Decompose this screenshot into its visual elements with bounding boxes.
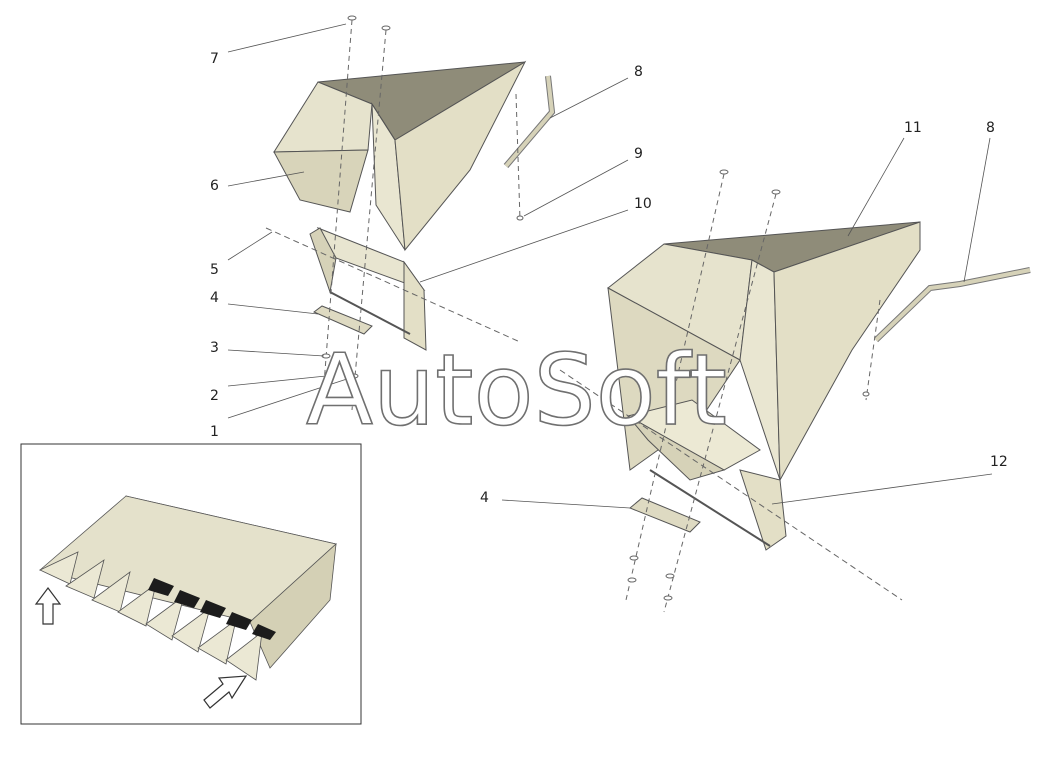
inset-openings [148,578,276,640]
left-divider-hood [273,60,527,252]
leader-lines [227,23,993,509]
left-divider-assembly [265,15,556,411]
callout-8-right: 8 [986,120,995,136]
right-divider-assembly [559,169,1031,613]
callout-4-left: 4 [210,290,219,306]
callout-7: 7 [210,51,219,67]
inset-arrow-diagonal-icon [203,675,248,709]
right-bolts [559,169,903,613]
left-plate [313,305,373,335]
callout-2: 2 [210,388,219,404]
inset-arrow-up-icon [34,587,62,625]
right-plate [629,497,701,533]
right-divider-hood [607,221,921,482]
watermark-text: AutoSoft [306,334,727,448]
callout-3: 3 [210,340,219,356]
left-mounting-bracket [309,226,427,351]
inset-header-overview [20,443,362,725]
left-bolts [265,15,524,411]
callout-4-right: 4 [480,490,489,506]
callout-10: 10 [634,196,652,212]
callout-6: 6 [210,178,219,194]
callout-9: 9 [634,146,643,162]
callout-5: 5 [210,262,219,278]
inset-snouts [39,551,263,681]
callout-12: 12 [990,454,1008,470]
callout-11: 11 [904,120,922,136]
callout-8-left: 8 [634,64,643,80]
callout-1: 1 [210,424,219,440]
callout-labels: 7 6 5 4 3 2 1 8 9 10 11 8 12 4 [210,51,1008,506]
